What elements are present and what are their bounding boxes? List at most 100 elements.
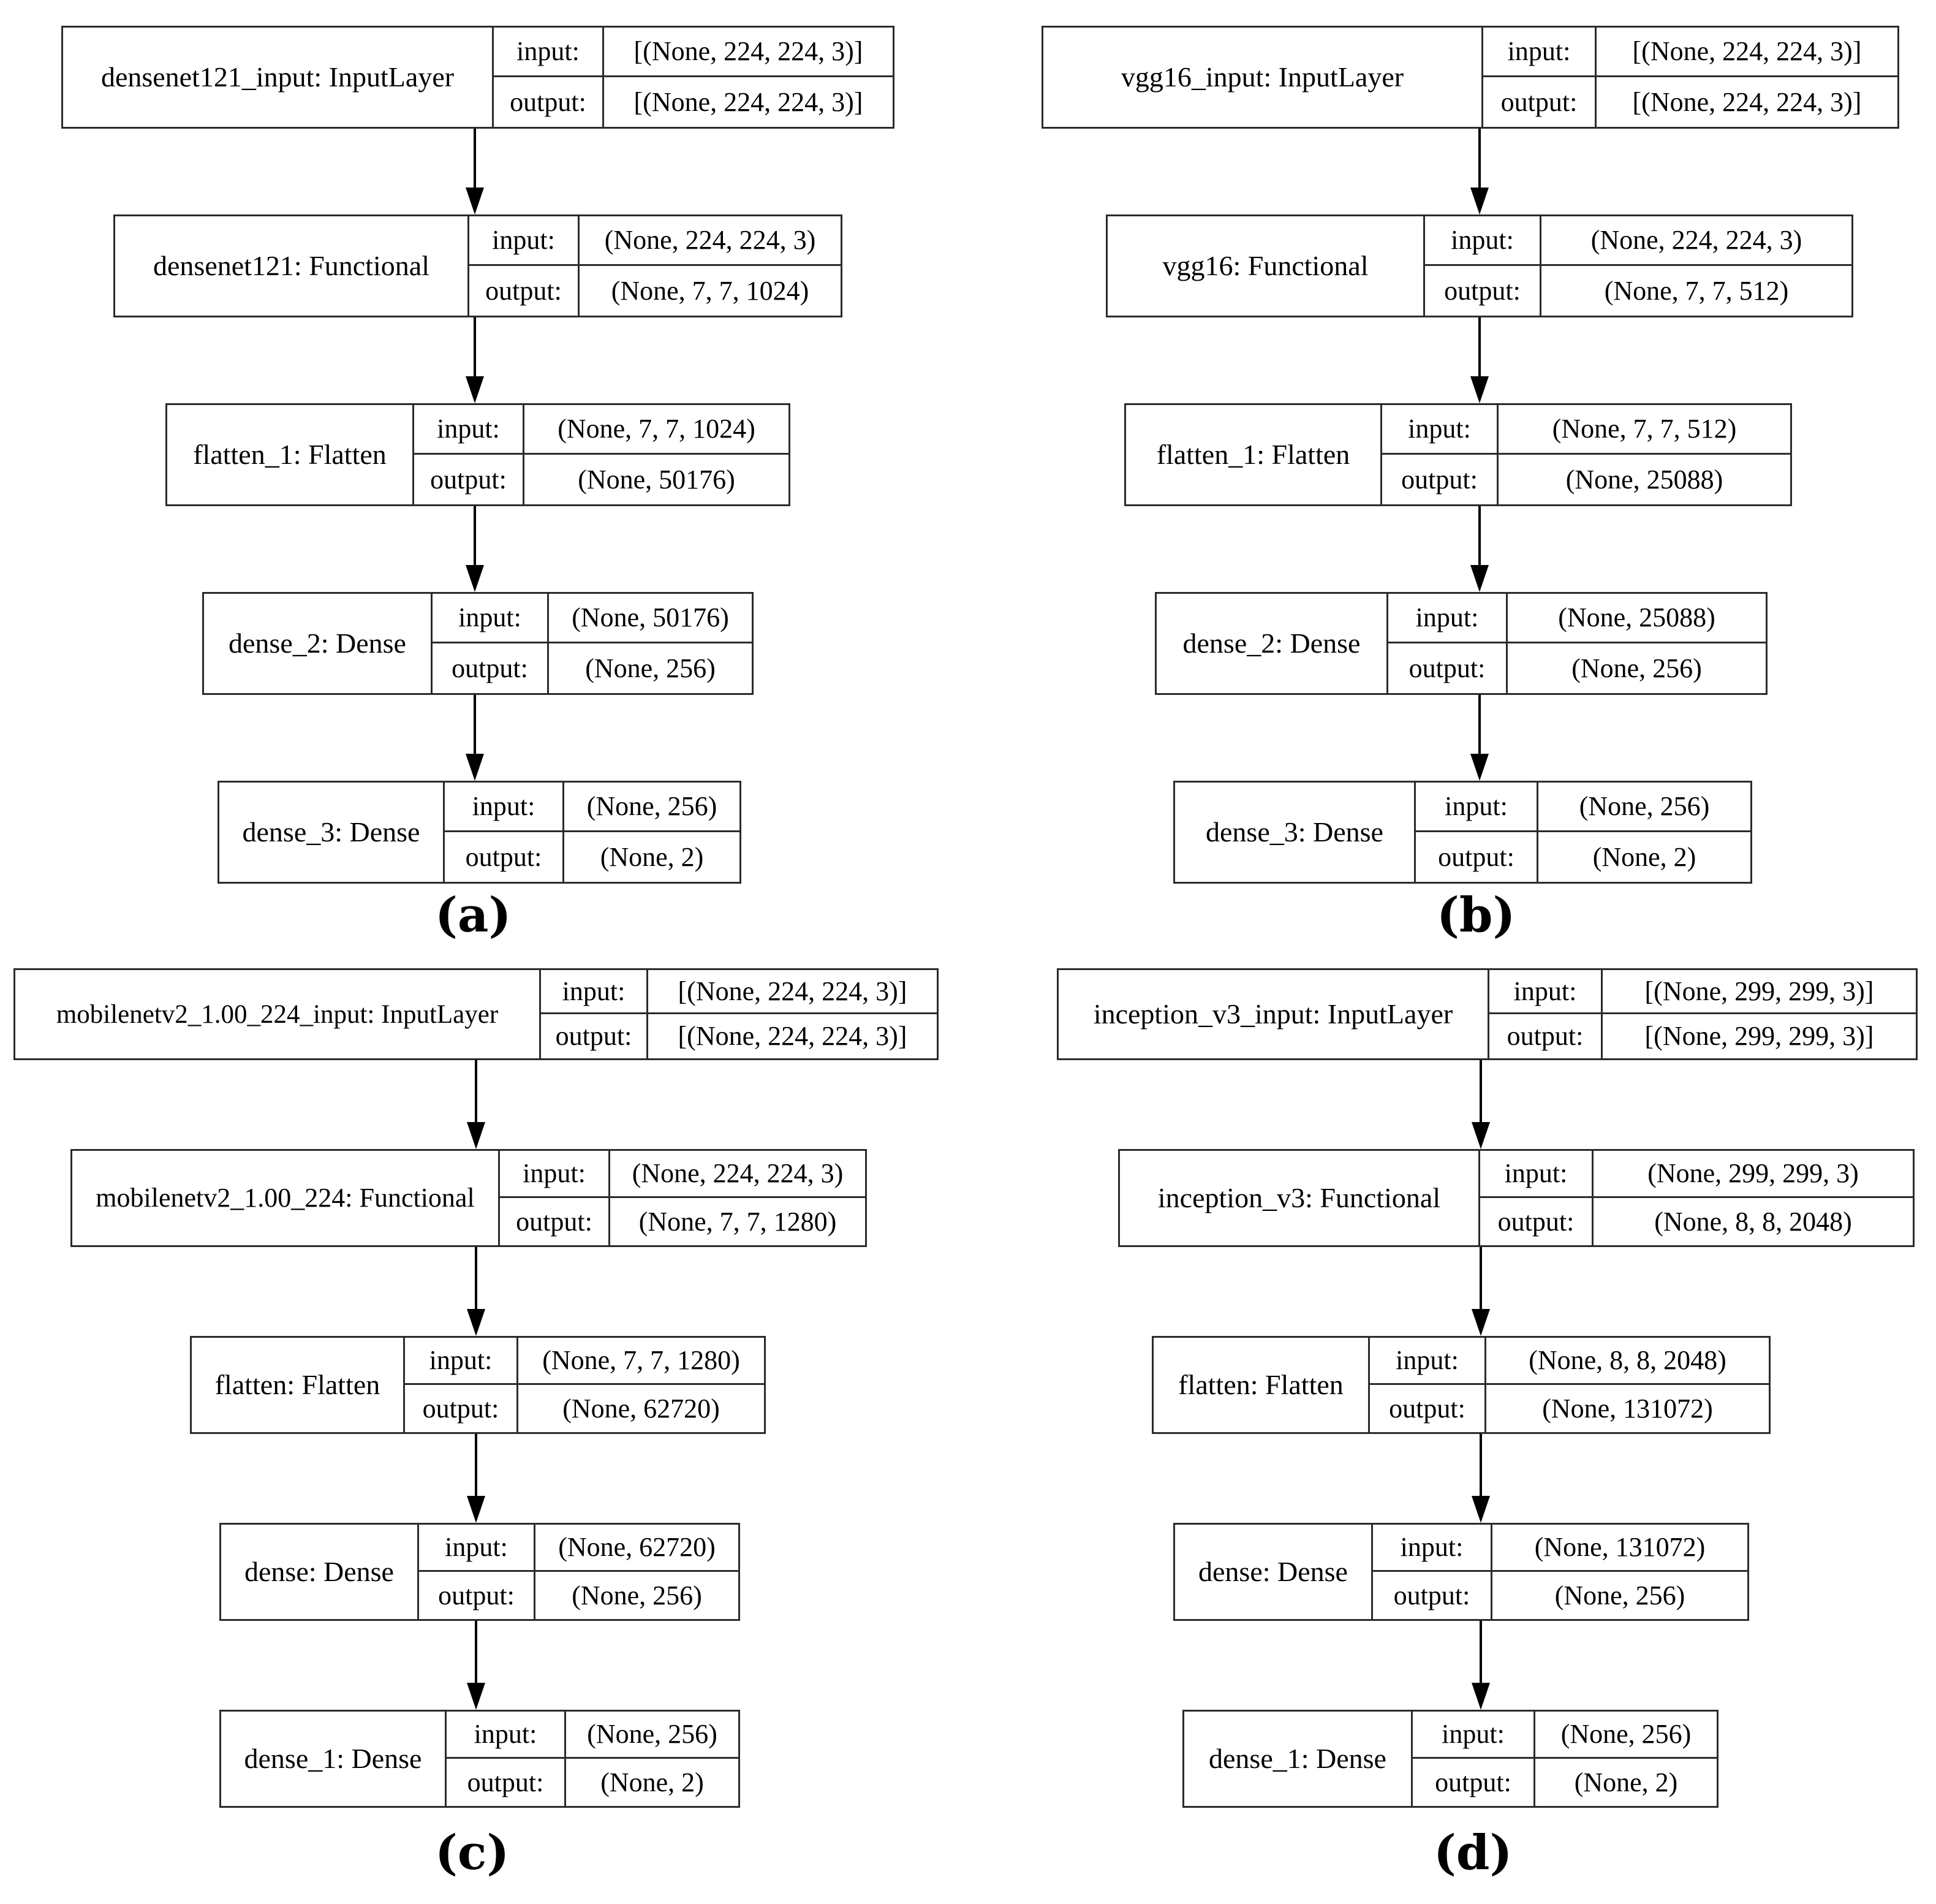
output-value: (None, 2) <box>1574 1767 1678 1797</box>
node-input-row: input: (None, 7, 7, 1280) <box>405 1338 764 1385</box>
node-io-block: input: (None, 62720) output: (None, 256) <box>417 1525 738 1619</box>
output-value: (None, 50176) <box>578 464 735 495</box>
edge-arrow <box>467 1434 485 1523</box>
node-output-row: output: (None, 50176) <box>414 455 788 504</box>
input-value: (None, 7, 7, 512) <box>1552 414 1737 444</box>
node-flatten: flatten: Flatten input: (None, 7, 7, 128… <box>190 1336 766 1434</box>
node-label: flatten: Flatten <box>214 1369 380 1400</box>
input-value: (None, 62720) <box>558 1532 716 1562</box>
node-output-row: output: (None, 2) <box>447 1759 738 1806</box>
input-key: input: <box>541 970 648 1012</box>
input-value: (None, 256) <box>587 1719 717 1749</box>
input-value: (None, 224, 224, 3) <box>632 1158 844 1188</box>
node-label: vgg16_input: InputLayer <box>1121 61 1404 93</box>
output-key: output: <box>414 455 524 504</box>
node-densenet121-functional: densenet121: Functional input: (None, 22… <box>113 214 842 317</box>
output-value: [(None, 224, 224, 3)] <box>1632 86 1862 117</box>
input-value: (None, 256) <box>586 791 717 821</box>
node-output-row: output: (None, 256) <box>433 643 752 693</box>
input-value: (None, 299, 299, 3) <box>1647 1158 1859 1188</box>
output-key: output: <box>1483 77 1597 127</box>
node-input-row: input: (None, 131072) <box>1373 1525 1747 1572</box>
node-label: flatten_1: Flatten <box>1156 439 1350 470</box>
output-key: output: <box>1373 1572 1492 1619</box>
node-dense: dense: Dense input: (None, 62720) output… <box>219 1523 740 1621</box>
node-output-row: output: (None, 7, 7, 1280) <box>500 1198 865 1245</box>
node-inception-v3-functional: inception_v3: Functional input: (None, 2… <box>1118 1149 1915 1247</box>
input-value: (None, 8, 8, 2048) <box>1529 1345 1726 1375</box>
input-value: (None, 256) <box>1579 791 1710 821</box>
edge-arrow <box>1470 129 1489 214</box>
input-key: input: <box>1373 1525 1492 1570</box>
node-label: mobilenetv2_1.00_224: Functional <box>96 1183 475 1213</box>
node-io-block: input: (None, 7, 7, 1280) output: (None,… <box>403 1338 764 1432</box>
node-output-row: output: (None, 256) <box>1388 643 1766 693</box>
node-input-row: input: (None, 224, 224, 3) <box>469 216 841 266</box>
edge-arrow <box>466 317 484 403</box>
node-input-row: input: (None, 7, 7, 1024) <box>414 405 788 455</box>
node-label: dense: Dense <box>244 1556 394 1587</box>
node-io-block: input: (None, 299, 299, 3) output: (None… <box>1478 1151 1913 1245</box>
node-label: dense_3: Dense <box>1206 816 1383 848</box>
output-value: (None, 2) <box>600 841 704 872</box>
node-io-block: input: [(None, 224, 224, 3)] output: [(N… <box>492 28 893 127</box>
edge-arrow <box>1472 1621 1490 1710</box>
node-label: dense: Dense <box>1198 1556 1348 1587</box>
input-key: input: <box>494 28 604 75</box>
input-key: input: <box>1425 216 1541 264</box>
node-io-block: input: (None, 50176) output: (None, 256) <box>431 594 752 693</box>
input-value: (None, 25088) <box>1558 602 1715 632</box>
input-value: (None, 50176) <box>572 602 729 632</box>
node-input-row: input: (None, 299, 299, 3) <box>1480 1151 1913 1198</box>
node-label: inception_v3_input: InputLayer <box>1093 998 1453 1030</box>
output-value: (None, 7, 7, 512) <box>1604 275 1789 306</box>
node-input-row: input: (None, 224, 224, 3) <box>500 1151 865 1198</box>
output-key: output: <box>445 832 564 882</box>
input-value: [(None, 224, 224, 3)] <box>678 976 907 1006</box>
output-value: (None, 256) <box>572 1580 702 1610</box>
panel-d: inception_v3_input: InputLayer input: [(… <box>1005 953 1936 1903</box>
output-key: output: <box>469 266 580 316</box>
input-key: input: <box>500 1151 610 1196</box>
output-value: (None, 7, 7, 1024) <box>611 275 809 306</box>
node-io-block: input: (None, 25088) output: (None, 256) <box>1386 594 1766 693</box>
node-input-row: input: (None, 25088) <box>1388 594 1766 643</box>
node-output-row: output: [(None, 224, 224, 3)] <box>1483 77 1897 127</box>
output-key: output: <box>433 643 549 693</box>
node-io-block: input: (None, 256) output: (None, 2) <box>445 1712 738 1806</box>
node-output-row: output: (None, 2) <box>1413 1759 1717 1806</box>
node-label: dense_2: Dense <box>229 628 406 659</box>
panel-b: vgg16_input: InputLayer input: [(None, 2… <box>1005 0 1936 950</box>
node-io-block: input: (None, 256) output: (None, 2) <box>1414 783 1750 882</box>
node-input-row: input: [(None, 224, 224, 3)] <box>1483 28 1897 77</box>
output-key: output: <box>541 1014 648 1058</box>
input-value: (None, 224, 224, 3) <box>604 225 816 255</box>
edge-arrow <box>466 506 484 592</box>
node-flatten: flatten: Flatten input: (None, 8, 8, 204… <box>1152 1336 1771 1434</box>
node-io-block: input: (None, 131072) output: (None, 256… <box>1371 1525 1747 1619</box>
edge-arrow <box>1470 317 1489 403</box>
output-key: output: <box>447 1759 566 1806</box>
node-dense-2: dense_2: Dense input: (None, 50176) outp… <box>202 592 754 695</box>
node-io-block: input: (None, 7, 7, 1024) output: (None,… <box>412 405 788 504</box>
output-value: [(None, 299, 299, 3)] <box>1644 1021 1874 1051</box>
edge-arrow <box>1472 1247 1490 1336</box>
input-key: input: <box>469 216 580 264</box>
node-io-block: input: [(None, 299, 299, 3)] output: [(N… <box>1488 970 1916 1058</box>
node-output-row: output: [(None, 299, 299, 3)] <box>1489 1014 1916 1058</box>
edge-arrow <box>1470 695 1489 781</box>
node-label: dense_1: Dense <box>244 1743 422 1774</box>
edge-arrow <box>467 1060 485 1149</box>
panel-caption-d: (d) <box>1434 1825 1513 1881</box>
node-inception-v3-input: inception_v3_input: InputLayer input: [(… <box>1057 968 1918 1060</box>
output-value: (None, 256) <box>1571 653 1702 683</box>
output-value: (None, 7, 7, 1280) <box>638 1206 837 1237</box>
node-output-row: output: (None, 7, 7, 1024) <box>469 266 841 316</box>
node-label: densenet121: Functional <box>153 250 429 281</box>
output-value: (None, 256) <box>585 653 716 683</box>
input-key: input: <box>1416 783 1538 830</box>
node-dense-3: dense_3: Dense input: (None, 256) output… <box>217 781 741 884</box>
node-dense-1: dense_1: Dense input: (None, 256) output… <box>1182 1710 1719 1808</box>
node-output-row: output: [(None, 224, 224, 3)] <box>541 1014 937 1058</box>
node-label: densenet121_input: InputLayer <box>100 61 455 93</box>
